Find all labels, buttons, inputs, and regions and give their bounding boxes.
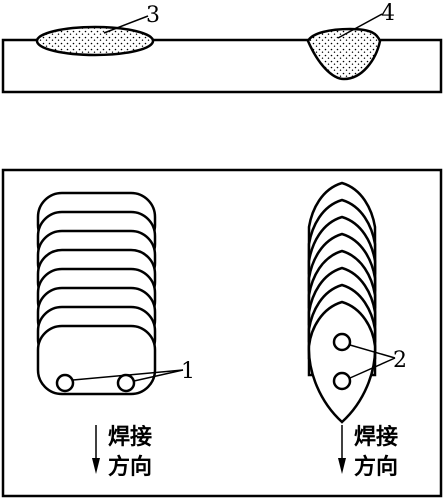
leader-line-1b	[133, 369, 184, 382]
bottom-frame	[1, 168, 443, 498]
marker-circle	[116, 373, 136, 393]
right-direction-line1: 焊接	[354, 425, 398, 450]
right-direction-line2: 方向	[354, 454, 398, 480]
leader-line-2a	[349, 344, 396, 359]
plate-section: 3 4	[1, 1, 443, 94]
label-4: 4	[381, 1, 395, 26]
leader-line-2b	[349, 357, 396, 379]
right-markers: 2	[332, 332, 407, 391]
ripple-outline	[307, 300, 377, 424]
marker-circle	[332, 332, 352, 352]
label-1: 1	[181, 359, 195, 384]
left-direction-line2: 方向	[108, 454, 152, 480]
deep-weld-pool	[306, 27, 382, 81]
left-direction-arrow	[92, 425, 100, 474]
shallow-weld-pool	[35, 25, 155, 57]
leader-line-3	[103, 15, 149, 34]
leader-line-1a	[72, 369, 184, 381]
marker-circle	[55, 373, 75, 393]
elliptical-ripple-stack	[36, 191, 157, 396]
marker-circle	[332, 371, 352, 391]
label-3: 3	[146, 3, 160, 28]
leader-line-4	[337, 13, 383, 39]
teardrop-ripple-stack	[307, 181, 377, 424]
ripple-outline	[36, 324, 157, 396]
left-markers: 1	[55, 359, 195, 393]
label-2: 2	[393, 348, 407, 373]
right-direction-arrow	[338, 425, 346, 474]
left-direction-line1: 焊接	[108, 425, 152, 450]
